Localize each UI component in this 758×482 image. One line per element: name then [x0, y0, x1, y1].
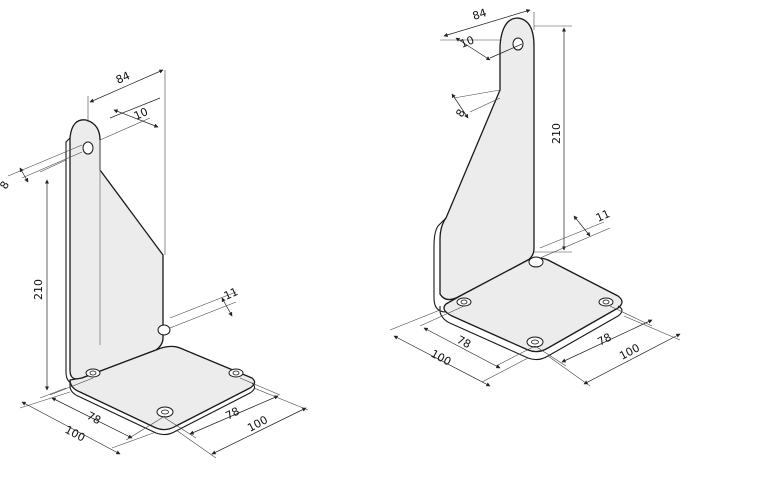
- right-dim-84: 84: [471, 6, 488, 23]
- right-bracket: 84 10 8 210 11 78 100: [389, 6, 681, 387]
- right-vertical-plate: [439, 17, 535, 301]
- left-dim-10: 10: [132, 105, 150, 123]
- left-hole-front: [156, 406, 174, 418]
- left-dim-78-a: 78: [85, 409, 103, 427]
- right-hole-front: [526, 336, 544, 348]
- right-hole-left: [456, 297, 472, 307]
- right-dim-100-b: 100: [617, 341, 642, 362]
- left-bracket: 84 10 8 210 11 78 100: [0, 69, 309, 459]
- left-dim-84: 84: [114, 69, 132, 87]
- left-hole-right: [228, 368, 244, 378]
- right-dim-78-b: 78: [595, 331, 613, 349]
- right-dim-210: 210: [550, 123, 563, 144]
- left-hole-top: [82, 141, 94, 155]
- left-dim-8: 8: [0, 179, 12, 192]
- right-dim-78-a: 78: [455, 333, 473, 351]
- right-dim-10: 10: [458, 33, 476, 50]
- left-vertical-plate: [69, 119, 164, 380]
- left-hole-back: [157, 324, 171, 336]
- right-hole-back: [528, 256, 544, 268]
- right-base-thickness: [439, 305, 623, 361]
- right-dim-11: 11: [594, 207, 612, 225]
- right-dim-8: 8: [453, 107, 468, 120]
- left-dim-78-b: 78: [223, 405, 241, 423]
- left-dim-11: 11: [222, 285, 240, 303]
- left-base-thickness: [69, 380, 256, 436]
- left-dim-210: 210: [32, 279, 45, 300]
- left-hole-left: [85, 368, 101, 378]
- left-dim-100-a: 100: [63, 423, 88, 444]
- right-hole-right: [598, 297, 614, 307]
